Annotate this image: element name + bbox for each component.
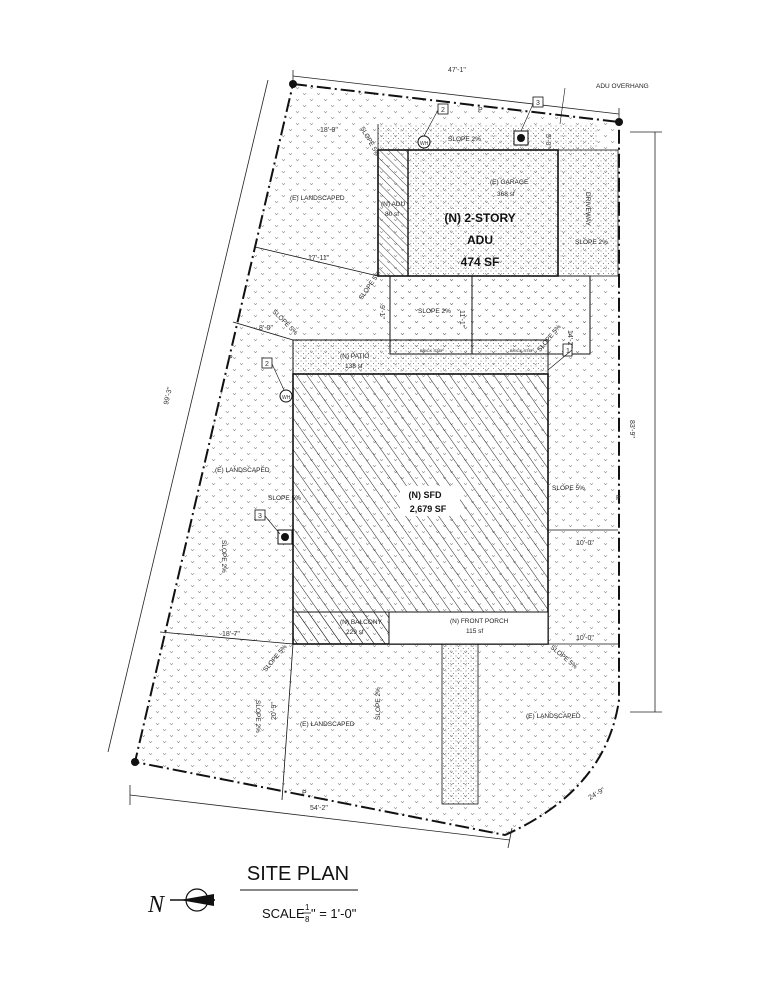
- north-arrow-icon: [170, 888, 215, 912]
- adu-small-label: (N) ADU: [381, 201, 406, 208]
- driveway-label: DRIVEWAY: [584, 192, 591, 227]
- front-porch-label: (N) FRONT PORCH: [450, 618, 509, 625]
- adu-title: ADU: [467, 233, 493, 247]
- balcony-area-label: 229 sf: [346, 629, 364, 636]
- patio-label: (N) PATIO: [340, 353, 369, 360]
- dimension-lines: [107, 70, 662, 849]
- slope-label: SLOPE 2%: [418, 308, 451, 315]
- north-letter: N: [147, 892, 166, 918]
- sfd-area-label: 2,679 SF: [410, 504, 447, 514]
- front-porch-area-label: 115 sf: [466, 628, 483, 635]
- dim-9-1: 9'-1": [378, 305, 385, 319]
- corner-marker: [289, 80, 297, 88]
- brick-step-label: BRICK STEP: [510, 348, 534, 353]
- dim-right: 83'-9": [628, 420, 635, 438]
- pl-marker: P: [616, 495, 621, 502]
- tag-2: 2: [441, 107, 445, 114]
- garage-area: [407, 149, 559, 277]
- pl-marker: P: [228, 355, 233, 362]
- scale-numerator: 1: [305, 903, 310, 912]
- brick-step-label: BRICK STEP: [420, 348, 444, 353]
- dim-20-9: 20'-9": [271, 702, 278, 720]
- landscaped-label: (E) LANDSCAPED: [300, 721, 355, 728]
- site-plan-title: SITE PLAN: [247, 863, 349, 885]
- slope-label: SLOPE 2%: [448, 136, 481, 143]
- dim-10-0-b: 10'-0": [576, 635, 594, 642]
- scale-suffix: " = 1'-0": [311, 906, 357, 921]
- balcony: [292, 611, 390, 645]
- corner-marker: [615, 118, 623, 126]
- slope-label: SLOPE 5%: [552, 485, 585, 492]
- water-heater-marker: [279, 389, 293, 403]
- dim-8-0: 8'-0": [259, 325, 273, 332]
- slope-label: SLOPE 5%: [268, 495, 301, 502]
- slope-label: SLOPE 2%: [375, 687, 382, 720]
- scale-prefix: SCALE: [262, 906, 305, 921]
- garage-area-label: 368 sf: [497, 191, 515, 198]
- slope-label: SLOPE 2%: [254, 700, 261, 733]
- dim-18-9: 18'-9": [320, 127, 338, 134]
- walkway: [441, 643, 479, 805]
- slope-label: SLOPE 2%: [575, 239, 608, 246]
- property-line: [133, 82, 620, 837]
- adu-title: (N) 2-STORY: [444, 211, 515, 225]
- driveway: [557, 149, 619, 277]
- wh-label-a: WH: [420, 141, 429, 147]
- tag-3b: 3: [258, 513, 262, 520]
- adu-apron: [378, 124, 598, 150]
- dim-bottom: 54'-2": [310, 805, 328, 812]
- corner-marker: [131, 758, 139, 766]
- tag-2b: 2: [265, 361, 269, 368]
- tag-3: 3: [536, 100, 540, 107]
- landscaped-label: (E) LANDSCAPED: [290, 195, 345, 202]
- dim-18-7: 18'-7": [222, 631, 240, 638]
- garage-label: (E) GARAGE: [490, 179, 529, 186]
- dim-17-11: 17'-11": [308, 255, 330, 262]
- tag-boxes: [254, 96, 573, 521]
- adu-overhang-label: ADU OVERHANG: [596, 83, 649, 90]
- landscaped-label: (E) LANDSCAPED: [215, 467, 270, 474]
- front-porch: [388, 611, 549, 645]
- dim-left: 99'-3": [163, 386, 174, 405]
- dim-10-0-a: 10'-0": [576, 540, 594, 547]
- balcony-label: (N) BALCONY: [340, 619, 383, 626]
- scale-denominator: 8: [305, 915, 310, 924]
- dim-14-2: 14'-2": [566, 330, 573, 348]
- adu-title: 474 SF: [461, 255, 500, 269]
- dim-corner: 24'-9": [588, 786, 607, 801]
- wh-label-b: WH: [282, 395, 291, 401]
- pl-marker: P: [478, 107, 483, 114]
- sfd-label: (N) SFD: [409, 490, 442, 500]
- patio-area-label: 138 sf: [345, 363, 363, 370]
- dim-5-0: 5'-0": [544, 134, 551, 148]
- dim-top: 47'-1": [448, 67, 466, 74]
- dim-11-1: 11'-1": [458, 310, 465, 328]
- pl-marker: P: [302, 790, 307, 797]
- slope-label: SLOPE 2%: [220, 540, 227, 573]
- tag-1: 1: [566, 348, 570, 355]
- adu-small-area-label: 80 sf: [385, 211, 399, 218]
- landscaped-label: (E) LANDSCAPED: [526, 713, 581, 720]
- patio: [292, 339, 549, 375]
